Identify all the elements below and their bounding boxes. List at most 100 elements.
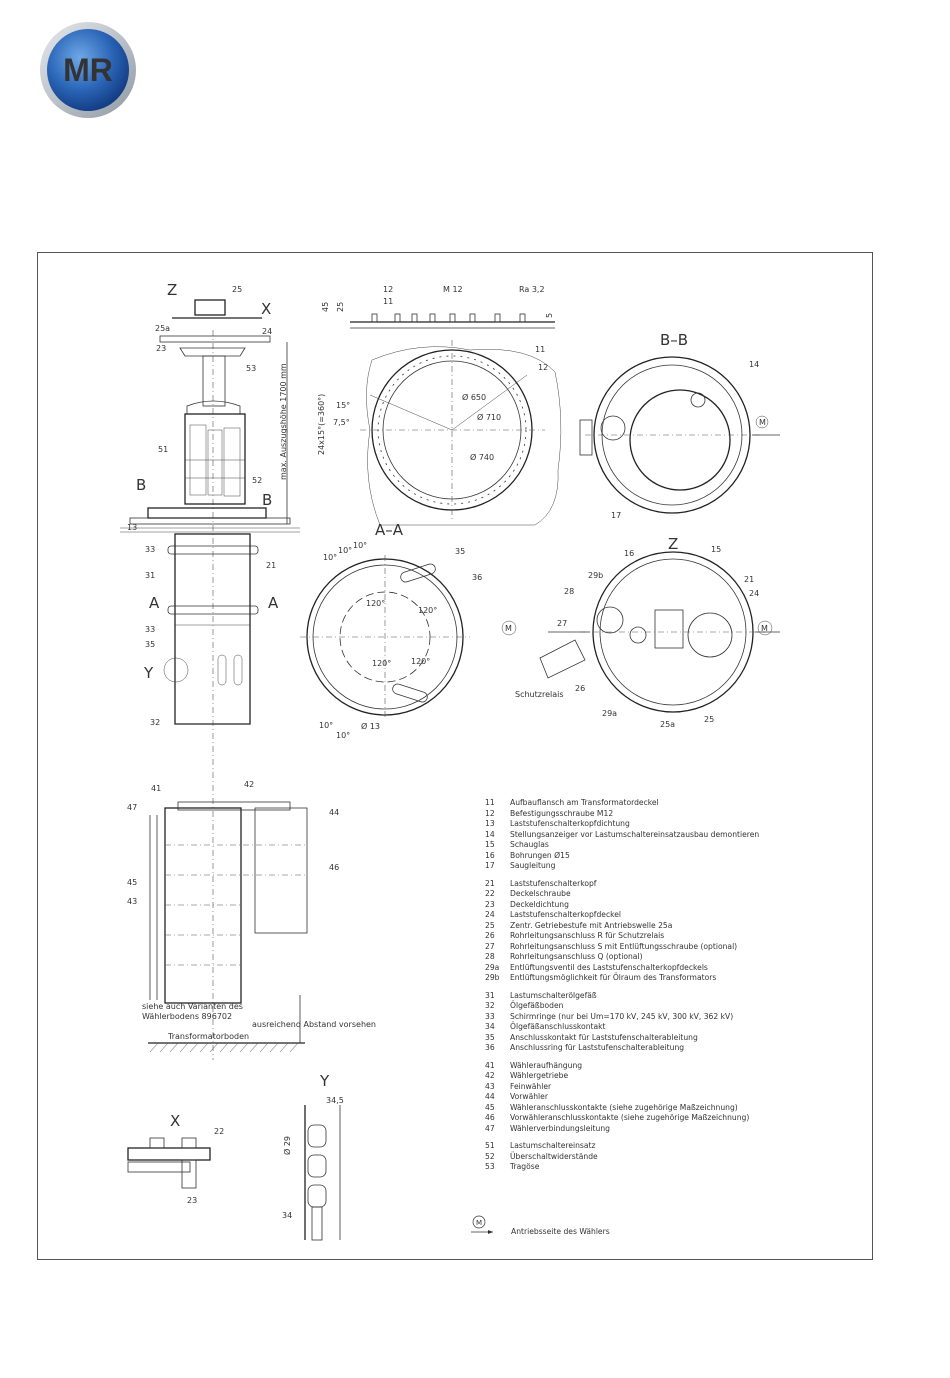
legend-text: Schirmringe (nur bei Um=170 kV, 245 kV, … xyxy=(510,1011,734,1021)
dim-m12: M 12 xyxy=(443,285,463,294)
callout-24-z: 24 xyxy=(749,589,759,598)
callout-52: 52 xyxy=(252,476,262,485)
legend-number: 36 xyxy=(485,1043,495,1052)
legend-text: Lastumschaltereinsatz xyxy=(510,1141,596,1150)
callout-42: 42 xyxy=(244,780,254,789)
logo-text: MR xyxy=(63,52,113,88)
callout-14: 14 xyxy=(749,360,759,369)
legend-number: 23 xyxy=(485,899,495,909)
label-x: X xyxy=(261,300,271,318)
callout-17: 17 xyxy=(611,511,621,520)
dim-d29: Ø 29 xyxy=(282,1136,292,1155)
label-schutzrelais: Schutzrelais xyxy=(515,690,564,699)
legend-text: Vorwähler xyxy=(510,1092,548,1101)
section-aa-view: A–A 120° 120° 120° 120° 10° 10° 10° 10° … xyxy=(300,521,517,740)
legend-text: Deckelschraube xyxy=(510,889,571,898)
angle-10-b: 10° xyxy=(338,546,352,555)
callout-16: 16 xyxy=(624,549,634,558)
legend-text: Befestigungsschraube M12 xyxy=(510,808,614,818)
legend-number: 11 xyxy=(485,798,495,807)
legend-row: 51 Lastumschaltereinsatz xyxy=(485,1141,865,1152)
dim-d710: Ø 710 xyxy=(477,412,501,422)
callout-35-aa: 35 xyxy=(455,547,465,556)
section-bb-title: B–B xyxy=(660,331,688,349)
callout-15: 15 xyxy=(711,545,721,554)
callout-11-top: 11 xyxy=(383,297,393,306)
callout-26: 26 xyxy=(575,684,585,693)
legend-number: 52 xyxy=(485,1151,495,1161)
legend-text: Anschlusskontakt für Laststufenschaltera… xyxy=(510,1032,698,1042)
note-transformatorboden: Transformatorboden xyxy=(167,1032,249,1041)
callout-35: 35 xyxy=(145,640,155,649)
legend-text: Laststufenschalterkopf xyxy=(510,878,597,888)
angle-10-e: 10° xyxy=(336,731,350,740)
legend-text: Laststufenschalterkopfdeckel xyxy=(510,910,622,919)
legend-text: Deckeldichtung xyxy=(510,899,569,909)
legend-number: 16 xyxy=(485,850,495,860)
callout-33-bottom: 33 xyxy=(145,625,155,634)
height-label: max. Auszugshöhe 1700 mm xyxy=(279,363,288,480)
label-a-right: A xyxy=(268,594,279,612)
legend-number: 44 xyxy=(485,1092,495,1101)
legend-number: 46 xyxy=(485,1113,495,1122)
note-boden: Wählerbodens 896702 xyxy=(142,1012,232,1021)
legend-number: 41 xyxy=(485,1060,495,1070)
callout-22: 22 xyxy=(214,1127,224,1136)
legend-number: 51 xyxy=(485,1141,495,1150)
label-b-left: B xyxy=(136,476,146,494)
legend-text: Lastumschalterölgefäß xyxy=(510,990,597,1000)
callout-41: 41 xyxy=(151,784,161,793)
legend-text: Entlüftungsmöglichkeit für Ölraum des Tr… xyxy=(510,973,717,982)
callout-47: 47 xyxy=(127,803,137,812)
dim-345: 34,5 xyxy=(326,1096,344,1105)
legend-text: Wähleraufhängung xyxy=(510,1060,583,1070)
legend-number: 24 xyxy=(485,910,495,919)
motor-key-symbol: M xyxy=(476,1219,482,1227)
callout-13: 13 xyxy=(127,523,137,532)
drawing-frame xyxy=(37,252,873,1260)
callout-51: 51 xyxy=(158,445,168,454)
legend-number: 17 xyxy=(485,861,495,870)
legend-text: Bohrungen Ø15 xyxy=(510,850,570,860)
legend-number: 35 xyxy=(485,1032,495,1042)
legend-text: Ölgefäßanschlusskontakt xyxy=(510,1022,606,1031)
callout-28: 28 xyxy=(564,587,574,596)
callout-44: 44 xyxy=(329,808,339,817)
detail-x-title: X xyxy=(170,1112,180,1130)
angle-120-c: 120° xyxy=(372,659,391,668)
dim-d740: Ø 740 xyxy=(470,452,494,462)
dim-angle-15: 15° xyxy=(336,401,350,410)
callout-24: 24 xyxy=(262,327,272,336)
callout-11-plan: 11 xyxy=(535,345,545,354)
detail-y-title: Y xyxy=(319,1072,330,1090)
angle-120-a: 120° xyxy=(366,599,385,608)
callout-45: 45 xyxy=(127,878,137,887)
callout-25a: 25a xyxy=(155,324,170,333)
legend-number: 25 xyxy=(485,920,495,930)
legend-number: 26 xyxy=(485,931,495,940)
legend-text: Laststufenschalterkopfdichtung xyxy=(510,819,630,828)
section-bb-view: B–B M 14 17 xyxy=(579,331,780,520)
legend-text: Wählerverbindungsleitung xyxy=(510,1123,610,1133)
detail-y-view: Y 34,5 Ø 29 34 xyxy=(282,1072,344,1241)
legend-text: Stellungsanzeiger vor Lastumschaltereins… xyxy=(510,829,760,839)
callout-29a: 29a xyxy=(602,709,617,718)
dim-d650: Ø 650 xyxy=(462,392,486,402)
callout-29b: 29b xyxy=(588,571,603,580)
